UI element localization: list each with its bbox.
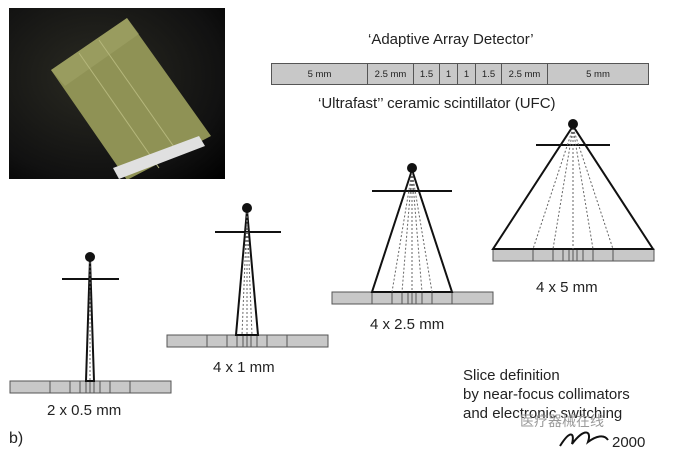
note-line: Slice definition bbox=[463, 367, 560, 384]
segment-label: 1 bbox=[458, 64, 476, 84]
signature bbox=[559, 431, 609, 447]
focal-spot bbox=[568, 119, 578, 129]
segment-label: 1.5 bbox=[476, 64, 502, 84]
config-label: 4 x 1 mm bbox=[213, 359, 275, 376]
note-line: and electronic switching bbox=[463, 405, 623, 422]
config-4x25 bbox=[331, 163, 494, 305]
config-label: 4 x 2.5 mm bbox=[370, 316, 445, 333]
detector-array-bar: 5 mm 2.5 mm 1.5 1 1 1.5 2.5 mm 5 mm bbox=[271, 63, 649, 85]
diagram-title: ‘Adaptive Array Detector’ bbox=[368, 31, 534, 48]
note-line: by near-focus collimators bbox=[463, 386, 630, 403]
segment-label: 5 mm bbox=[586, 68, 610, 80]
focal-spot bbox=[85, 252, 95, 262]
watermark: 医疗器械在线 bbox=[520, 414, 604, 430]
config-4x1 bbox=[166, 203, 329, 348]
detector-connector bbox=[113, 136, 205, 179]
segment-label: 2.5 mm bbox=[368, 64, 414, 84]
segment-label: 1 bbox=[440, 64, 458, 84]
focal-spot bbox=[407, 163, 417, 173]
config-label: 4 x 5 mm bbox=[536, 279, 598, 296]
segment-label: 2.5 mm bbox=[502, 64, 548, 84]
panel-label: b) bbox=[9, 430, 24, 447]
config-label: 2 x 0.5 mm bbox=[47, 402, 122, 419]
focal-spot bbox=[242, 203, 252, 213]
config-2x05 bbox=[9, 252, 172, 394]
segment-label: 5 mm bbox=[272, 64, 368, 84]
config-4x5 bbox=[491, 119, 655, 262]
segment-label: 1.5 bbox=[414, 64, 440, 84]
diagram-subtitle: ‘Ultrafast’’ ceramic scintillator (UFC) bbox=[318, 95, 556, 112]
detector-photo bbox=[9, 8, 225, 179]
year-label: 2000 bbox=[612, 434, 646, 451]
